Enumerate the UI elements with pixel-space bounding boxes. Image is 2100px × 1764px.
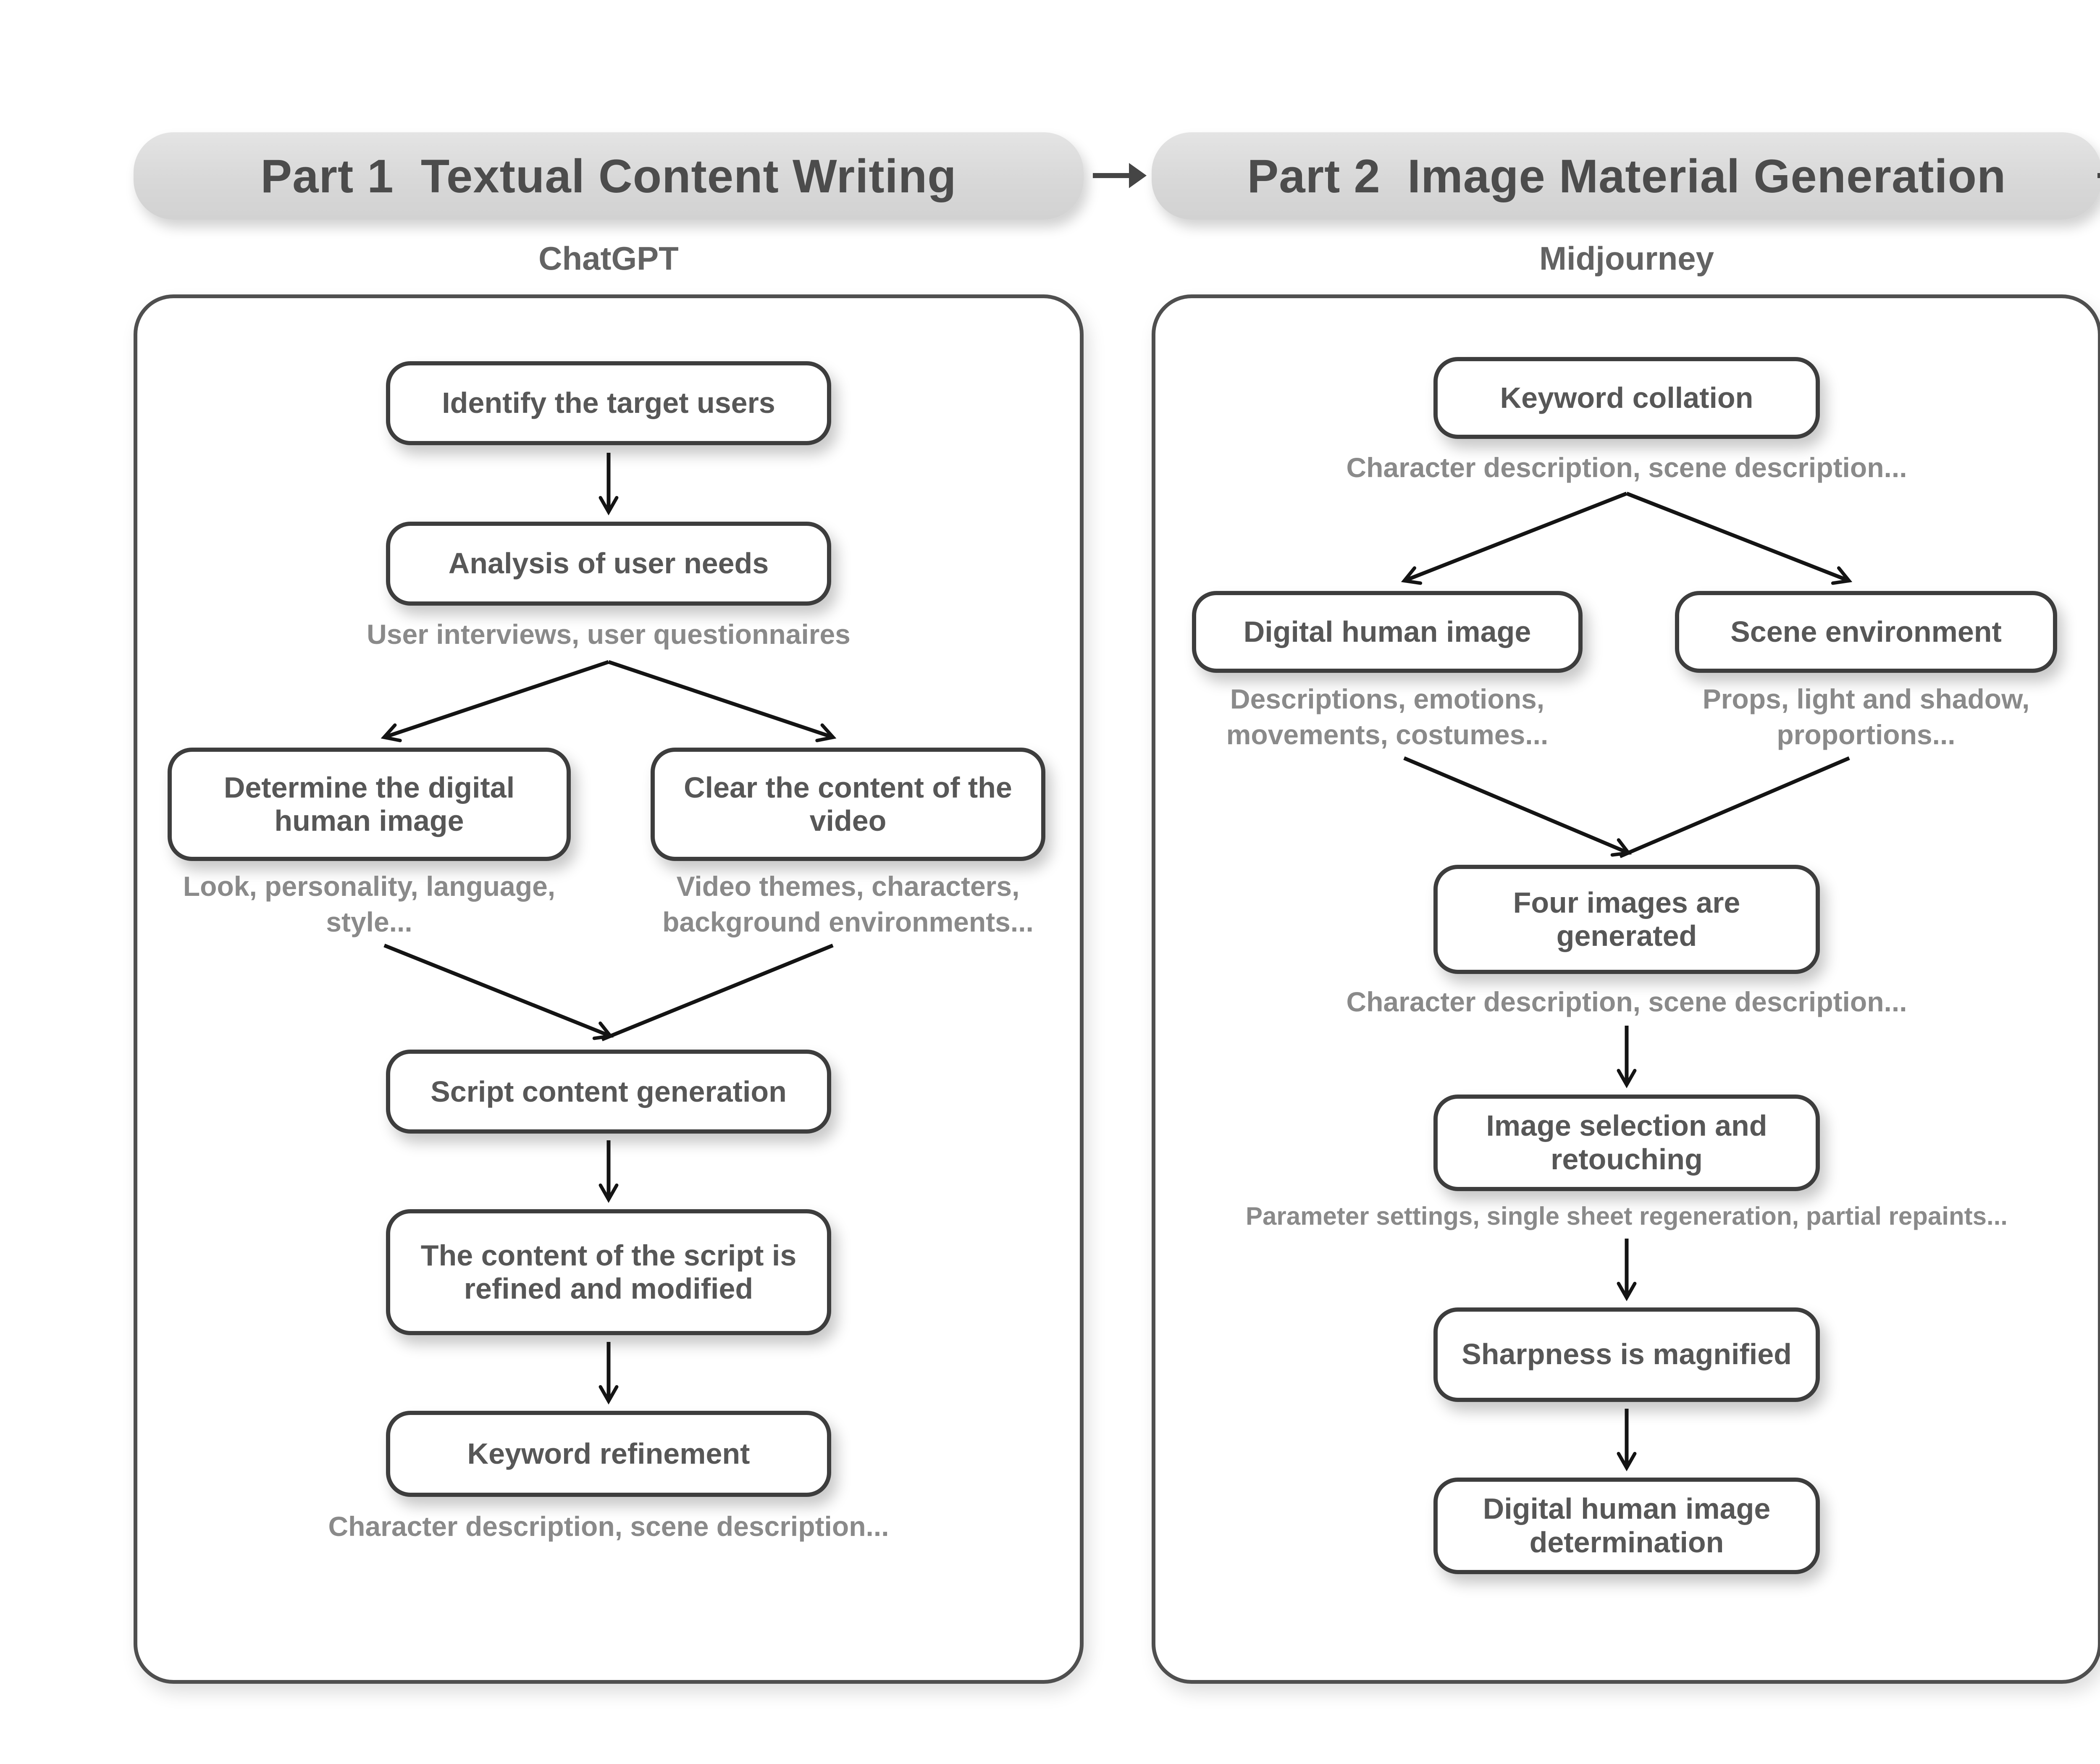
flow-node-label: Digital human image determination: [1483, 1492, 1771, 1559]
part1-tool-label: ChatGPT: [538, 239, 679, 277]
caption-descriptions-emotions: Descriptions, emotions, movements, costu…: [1226, 683, 1549, 750]
arrow-down-icon: [1617, 1408, 1637, 1471]
caption-video-themes: Video themes, characters, background env…: [662, 871, 1034, 937]
flow-node-identify-target-users: Identify the target users: [386, 361, 831, 445]
flow-node-label: Identify the target users: [442, 386, 775, 420]
flow-node-digital-human-image: Digital human image: [1192, 591, 1583, 673]
caption-look-personality: Look, personality, language, style...: [183, 871, 556, 937]
flow-node-script-generation: Script content generation: [386, 1050, 831, 1134]
caption-props-light: Props, light and shadow, proportions...: [1702, 683, 2030, 750]
flow-node-label: Keyword refinement: [467, 1437, 750, 1470]
caption-character-scene-p1: Character description, scene description…: [328, 1511, 889, 1542]
flow-node-label: Scene environment: [1730, 615, 2002, 648]
part2-tool-label: Midjourney: [1539, 239, 1714, 277]
arrow-right-icon: [1093, 163, 1147, 188]
part1-column: Identify the target users Analysis of us…: [134, 294, 1084, 1684]
arrow-down-icon: [598, 1140, 619, 1203]
part2-column: Keyword collation Character description,…: [1152, 294, 2100, 1684]
split-arrows-icon: [381, 660, 837, 743]
flow-node-label: Keyword collation: [1500, 381, 1754, 414]
flow-node-analysis-user-needs: Analysis of user needs: [386, 522, 831, 606]
part2-header: Part 2 Image Material Generation: [1152, 132, 2100, 220]
flow-node-label: Four images are generated: [1513, 886, 1740, 953]
arrow-down-icon: [1617, 1238, 1637, 1301]
part1-header-label: Part 1 Textual Content Writing: [260, 150, 957, 202]
flow-node-keyword-refinement: Keyword refinement: [386, 1411, 831, 1497]
merge-arrows-icon: [1403, 756, 1850, 858]
flow-node-label: Digital human image: [1243, 615, 1531, 648]
flow-node-label: Clear the content of the video: [684, 771, 1012, 837]
caption-user-interviews: User interviews, user questionnaires: [367, 619, 850, 650]
flow-node-label: The content of the script is refined and…: [420, 1239, 797, 1305]
flow-node-label: Sharpness is magnified: [1462, 1338, 1792, 1371]
flow-node-clear-video-content: Clear the content of the video: [651, 748, 1045, 861]
caption-character-scene-p2b: Character description, scene description…: [1346, 986, 1907, 1018]
flow-node-sharpness-magnified: Sharpness is magnified: [1433, 1307, 1820, 1402]
caption-parameter-settings: Parameter settings, single sheet regener…: [1246, 1202, 2008, 1230]
merge-arrows-icon: [383, 944, 834, 1042]
caption-character-scene-p2a: Character description, scene description…: [1346, 452, 1907, 483]
flow-node-label: Analysis of user needs: [448, 547, 769, 580]
flow-node-four-images: Four images are generated: [1433, 865, 1820, 974]
flow-node-label: Script content generation: [430, 1075, 787, 1108]
split-arrows-icon: [1401, 492, 1853, 585]
part1-section: Part 1 Textual Content Writing ChatGPT I…: [134, 132, 1084, 1684]
arrow-down-icon: [598, 1342, 619, 1405]
flow-node-digital-human-determination: Digital human image determination: [1433, 1477, 1820, 1574]
part2-section: Part 2 Image Material Generation Midjour…: [1152, 132, 2100, 1684]
flow-node-label: Image selection and retouching: [1486, 1109, 1767, 1176]
part1-header: Part 1 Textual Content Writing: [134, 132, 1084, 220]
part2-header-label: Part 2 Image Material Generation: [1247, 150, 2006, 202]
flow-node-determine-digital-human: Determine the digital human image: [168, 748, 571, 861]
arrow-right-icon: [2097, 173, 2100, 178]
flow-node-script-refined: The content of the script is refined and…: [386, 1209, 831, 1336]
flow-node-image-selection: Image selection and retouching: [1433, 1094, 1820, 1191]
arrow-down-icon: [1617, 1025, 1637, 1088]
flow-node-scene-environment: Scene environment: [1675, 591, 2057, 673]
arrow-down-icon: [598, 453, 619, 516]
flow-node-keyword-collation: Keyword collation: [1433, 357, 1820, 439]
flow-node-label: Determine the digital human image: [223, 771, 515, 837]
